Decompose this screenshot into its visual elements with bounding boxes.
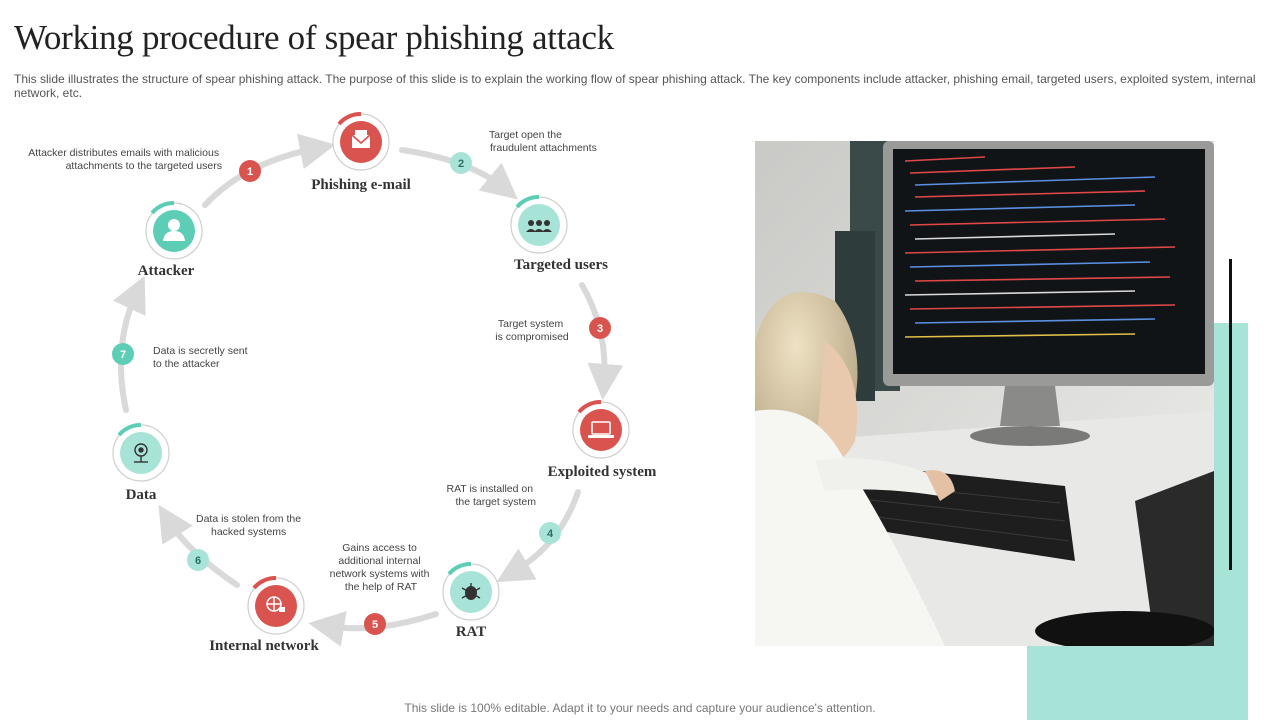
step-3: 3 Target system is compromised — [495, 317, 611, 343]
step-2: 2 Target open the fraudulent attachments — [450, 129, 597, 174]
bug-icon — [461, 583, 481, 600]
step-text-2: Target open the fraudulent attachments — [489, 129, 597, 154]
node-label-data: Data — [126, 487, 157, 503]
node-label-rat: RAT — [456, 624, 487, 640]
step-text-5: Gains access to additional internal netw… — [330, 542, 433, 593]
step-number-2: 2 — [458, 158, 464, 170]
slide-title: Working procedure of spear phishing atta… — [14, 18, 614, 57]
step-7: 7 Data is secretly sent to the attacker — [112, 343, 250, 370]
step-text-6: Data is stolen from the hacked systems — [196, 513, 304, 538]
node-rat: RAT — [442, 561, 500, 640]
attack-cycle-diagram: Attacker Phishing e-mail Targeted users — [28, 111, 657, 654]
step-text-4: RAT is installed on the target system — [447, 483, 537, 508]
step-number-3: 3 — [597, 323, 603, 335]
node-label-internal-network: Internal network — [209, 638, 319, 654]
step-number-6: 6 — [195, 555, 201, 567]
step-number-7: 7 — [120, 349, 126, 361]
node-attacker: Attacker — [138, 200, 203, 279]
node-targeted-users: Targeted users — [510, 194, 608, 273]
step-number-5: 5 — [372, 619, 378, 631]
step-6: 6 Data is stolen from the hacked systems — [187, 513, 304, 571]
step-text-1: Attacker distributes emails with malicio… — [28, 147, 222, 172]
user-icon — [163, 219, 185, 241]
step-text-7: Data is secretly sent to the attacker — [153, 345, 250, 370]
slide-footer: This slide is 100% editable. Adapt it to… — [404, 701, 876, 715]
envelope-icon — [351, 130, 371, 148]
slide-subtitle: This slide illustrates the structure of … — [14, 72, 1256, 100]
decorative-black-line — [1229, 259, 1232, 570]
laptop-icon — [588, 421, 614, 438]
group-icon — [526, 220, 552, 232]
code-lines — [904, 156, 1176, 338]
programmer-photo — [755, 141, 1214, 646]
step-5: 5 Gains access to additional internal ne… — [330, 542, 433, 635]
node-phishing-email: Phishing e-mail — [311, 111, 411, 193]
step-number-4: 4 — [547, 528, 554, 540]
node-label-attacker: Attacker — [138, 263, 195, 279]
step-1: 1 Attacker distributes emails with malic… — [28, 147, 261, 182]
network-icon — [266, 596, 285, 612]
step-number-1: 1 — [247, 166, 253, 178]
step-4: 4 RAT is installed on the target system — [447, 483, 561, 544]
node-label-exploited-system: Exploited system — [548, 464, 657, 480]
database-icon — [134, 443, 148, 463]
node-label-phishing-email: Phishing e-mail — [311, 177, 411, 193]
step-text-3: Target system is compromised — [495, 318, 569, 343]
node-label-targeted-users: Targeted users — [514, 257, 608, 273]
node-internal-network: Internal network — [209, 575, 319, 654]
node-exploited-system: Exploited system — [548, 399, 657, 480]
node-data: Data — [112, 422, 170, 503]
